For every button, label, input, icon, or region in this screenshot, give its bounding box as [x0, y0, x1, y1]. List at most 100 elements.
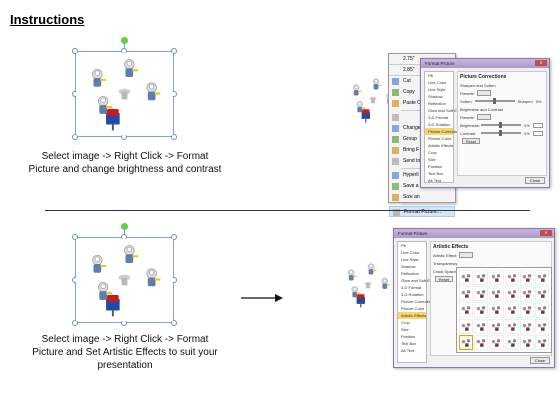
effect-thumbnail[interactable]	[489, 318, 504, 334]
effect-thumbnail[interactable]	[534, 286, 549, 302]
contrast-spinner[interactable]	[532, 130, 543, 136]
nav-item[interactable]: Fill	[428, 73, 434, 78]
menu-item-size-an[interactable]: Size an	[389, 192, 455, 203]
artistic-effect-dropdown[interactable]	[459, 252, 474, 258]
menu-item-save-a[interactable]: Save a	[389, 181, 455, 192]
resize-handle-sw-2[interactable]	[72, 320, 78, 326]
brightness-slider[interactable]	[481, 122, 521, 128]
nav-item[interactable]: Position	[401, 334, 416, 339]
nav-item[interactable]: Glow and Soft Edges	[428, 108, 466, 113]
meeting-image-2[interactable]	[76, 238, 173, 322]
nav-item[interactable]: Fill	[401, 243, 407, 248]
resize-handle-nw-2[interactable]	[72, 234, 78, 240]
effect-thumbnail[interactable]	[459, 334, 474, 350]
presets-dropdown[interactable]	[476, 90, 491, 96]
reset-button[interactable]: Reset	[462, 138, 480, 144]
effect-thumbnail[interactable]	[474, 334, 489, 350]
nav-item[interactable]: Text Box	[428, 171, 444, 176]
soften-slider[interactable]	[474, 98, 515, 104]
nav-item[interactable]: Text Box	[401, 341, 417, 346]
nav-item[interactable]: 3-D Rotation	[401, 292, 424, 297]
menu-item-format-picture[interactable]: Format Picture...	[389, 206, 455, 217]
effect-thumbnail[interactable]	[504, 302, 519, 318]
nav-item[interactable]: Crop	[428, 150, 437, 155]
effect-thumbnail[interactable]	[519, 302, 534, 318]
nav-item[interactable]: Line Color	[401, 250, 420, 255]
dialog2-close-button[interactable]: Close	[530, 357, 550, 364]
reset2-button[interactable]: Reset	[435, 276, 453, 282]
nav-item[interactable]: Position	[428, 164, 443, 169]
menu-item-cut[interactable]: Cut	[389, 76, 455, 87]
resize-handle-ne[interactable]	[171, 48, 177, 54]
effect-thumbnail[interactable]	[504, 318, 519, 334]
dialog2-close-icon[interactable]: ✕	[540, 230, 552, 236]
resize-handle-se-2[interactable]	[171, 320, 177, 326]
nav-item[interactable]: Shadow	[401, 264, 416, 269]
effect-thumbnail[interactable]	[519, 286, 534, 302]
resize-handle-se[interactable]	[171, 134, 177, 140]
contrast-slider[interactable]	[481, 130, 521, 136]
nav-item[interactable]: Picture Color	[401, 306, 425, 311]
effect-thumbnail[interactable]	[474, 302, 489, 318]
effect-thumbnail[interactable]	[504, 270, 519, 286]
effect-thumbnail[interactable]	[489, 286, 504, 302]
menu-item-bring-f[interactable]: Bring F	[389, 145, 455, 156]
resize-handle-nw[interactable]	[72, 48, 78, 54]
nav-item[interactable]: Artistic Effects	[428, 143, 454, 148]
rotate-handle-2[interactable]	[121, 223, 128, 230]
menu-item-hyperli[interactable]: Hyperli	[389, 170, 455, 181]
nav-item[interactable]: Alt Text	[428, 178, 442, 183]
effect-thumbnail[interactable]	[459, 286, 474, 302]
effect-thumbnail[interactable]	[459, 270, 474, 286]
menu-item-send-to[interactable]: Send to	[389, 156, 455, 167]
menu-item-group[interactable]: Group	[389, 134, 455, 145]
brightness-value[interactable]: 0%	[524, 122, 530, 128]
meeting-image[interactable]	[76, 52, 173, 136]
menu-item-paste-o[interactable]: Paste O	[389, 98, 455, 109]
effect-thumbnail[interactable]	[534, 318, 549, 334]
effect-thumbnail[interactable]	[519, 334, 534, 350]
nav-item[interactable]: Crop	[401, 320, 410, 325]
effect-thumbnail[interactable]	[489, 302, 504, 318]
nav-item[interactable]: Reflection	[428, 101, 446, 106]
effect-thumbnail[interactable]	[459, 318, 474, 334]
nav-item[interactable]: Line Style	[428, 87, 446, 92]
resize-handle-sw[interactable]	[72, 134, 78, 140]
nav-item[interactable]: Alt Text	[401, 348, 415, 353]
effect-thumbnail[interactable]	[534, 334, 549, 350]
nav-item[interactable]: Glow and Soft Edges	[401, 278, 439, 283]
soften-value[interactable]: 0%	[535, 98, 542, 104]
effect-thumbnail[interactable]	[474, 318, 489, 334]
nav-item[interactable]: Picture Corrections	[425, 128, 462, 135]
nav-item[interactable]: Picture Color	[428, 136, 452, 141]
effect-thumbnail[interactable]	[534, 270, 549, 286]
effect-thumbnail[interactable]	[504, 334, 519, 350]
presets2-dropdown[interactable]	[476, 114, 491, 120]
effect-thumbnail[interactable]	[504, 286, 519, 302]
brightness-spinner[interactable]	[532, 122, 543, 128]
effect-thumbnail[interactable]	[534, 302, 549, 318]
dialog-close-button[interactable]: Close	[525, 177, 545, 184]
dialog-close-icon[interactable]: ✕	[535, 60, 547, 66]
nav-item[interactable]: Artistic Effects	[398, 312, 426, 319]
rotate-handle[interactable]	[121, 37, 128, 44]
nav-item[interactable]: Line Color	[428, 80, 447, 85]
nav-item[interactable]: Size	[428, 157, 436, 162]
effect-thumbnail[interactable]	[489, 334, 504, 350]
effect-thumbnail[interactable]	[459, 302, 474, 318]
effect-thumbnail[interactable]	[519, 318, 534, 334]
menu-item-copy[interactable]: Copy	[389, 87, 455, 98]
nav-item[interactable]: 3-D Format	[428, 115, 449, 120]
nav-item[interactable]: Line Style	[401, 257, 419, 262]
nav-item[interactable]: Reflection	[401, 271, 419, 276]
resize-handle-ne-2[interactable]	[171, 234, 177, 240]
effect-thumbnail[interactable]	[474, 270, 489, 286]
menu-item-change[interactable]: Change	[389, 123, 455, 134]
effect-thumbnail[interactable]	[489, 270, 504, 286]
effect-thumbnail[interactable]	[474, 286, 489, 302]
effect-thumbnail[interactable]	[519, 270, 534, 286]
nav-item[interactable]: Picture Corrections	[401, 299, 436, 304]
nav-item[interactable]: 3-D Rotation	[428, 122, 451, 127]
menu-item-blank[interactable]	[389, 112, 455, 123]
nav-item[interactable]: 3-D Format	[401, 285, 422, 290]
